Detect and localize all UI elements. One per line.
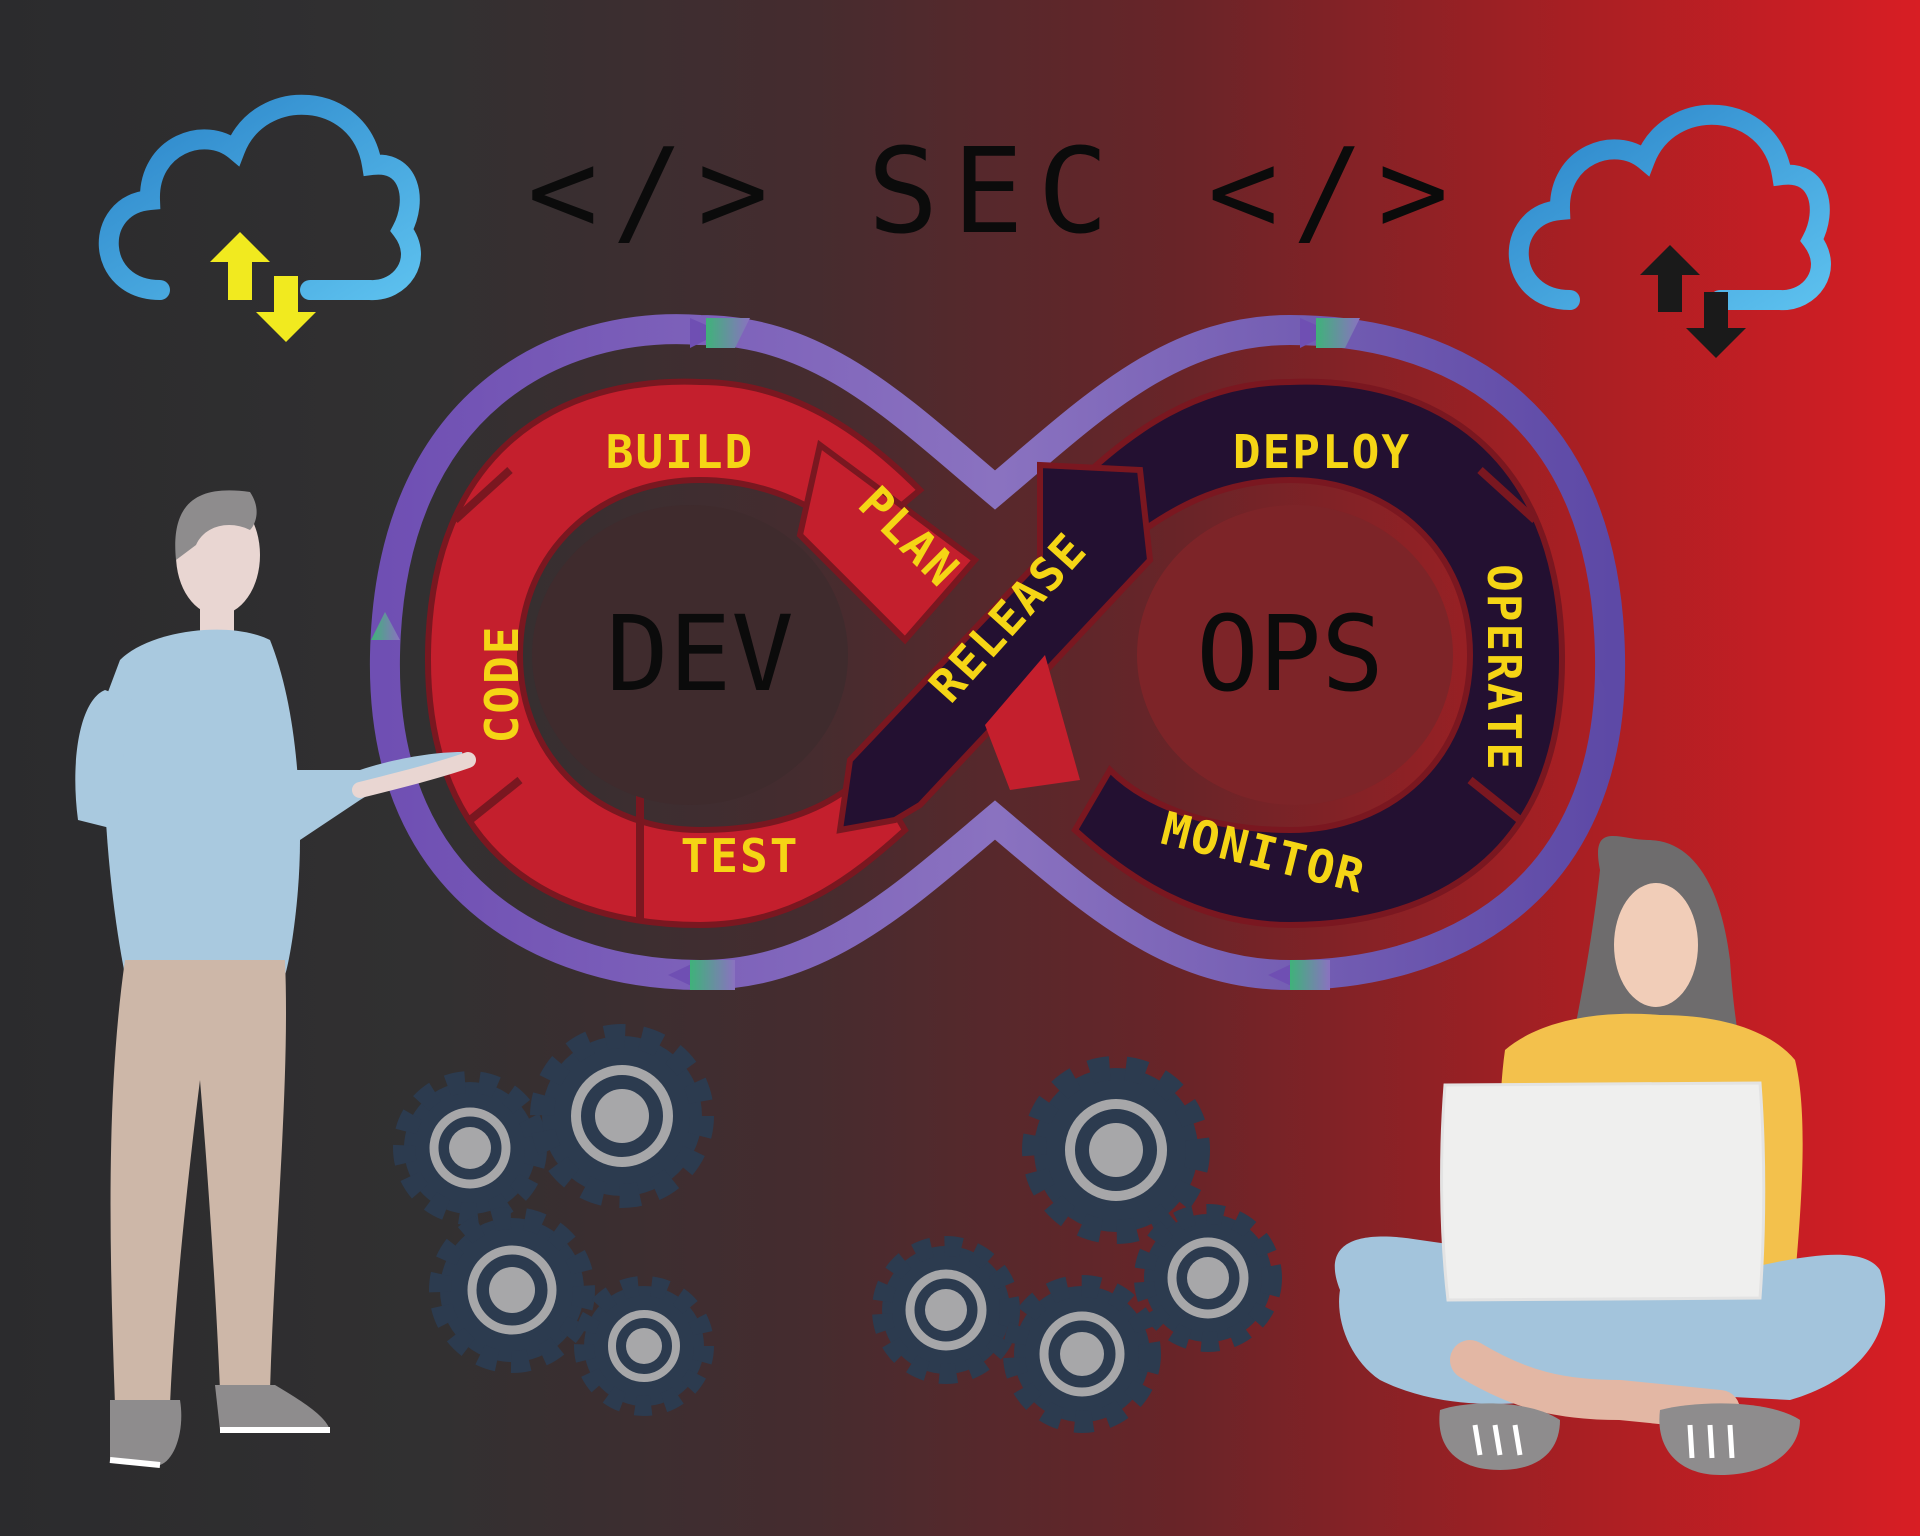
stage-operate: OPERATE — [1477, 564, 1531, 772]
ops-label: OPS — [1196, 593, 1384, 715]
stage-code: CODE — [475, 625, 529, 744]
gear-icon — [1022, 1056, 1210, 1244]
gear-cluster-left — [393, 1024, 714, 1416]
gear-icon — [574, 1276, 714, 1416]
outer-infinity-ring — [369, 314, 1626, 991]
laptop-icon — [1440, 1081, 1766, 1302]
stage-deploy: DEPLOY — [1233, 425, 1411, 479]
sec-title: </> SEC </> — [527, 122, 1462, 260]
cloud-sync-icon-left — [98, 94, 421, 342]
gear-icon — [429, 1207, 595, 1373]
dev-label: DEV — [606, 593, 794, 715]
gear-icon — [1003, 1275, 1161, 1433]
release-band — [836, 461, 1154, 834]
gear-icon — [872, 1236, 1020, 1384]
dev-loop — [424, 378, 980, 929]
stage-build: BUILD — [606, 425, 754, 479]
gear-icon — [530, 1024, 714, 1208]
gear-cluster-right — [872, 1056, 1282, 1433]
cloud-sync-icon-right — [1508, 104, 1831, 358]
laptop-user-figure — [1334, 836, 1886, 1475]
stage-test: TEST — [681, 829, 800, 883]
presenter-figure — [75, 490, 476, 1468]
gear-icon — [393, 1071, 547, 1225]
ops-loop — [1065, 378, 1566, 929]
gear-icon — [1134, 1204, 1282, 1352]
